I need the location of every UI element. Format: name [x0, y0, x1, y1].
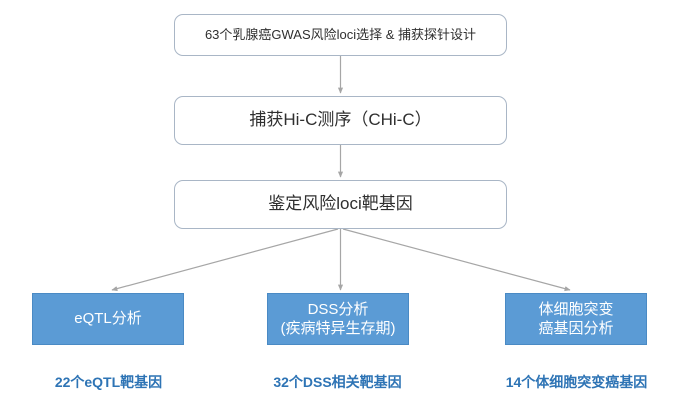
- arrow-target-to-eqtl: [111, 228, 339, 292]
- node-identify-target-genes-label: 鉴定风险loci靶基因: [268, 194, 413, 214]
- node-somatic-mutation-analysis-label: 体细胞突变 癌基因分析: [532, 300, 619, 338]
- result-label-eqtl: 22个eQTL靶基因: [54, 374, 163, 390]
- node-somatic-mutation-analysis[interactable]: 体细胞突变 癌基因分析: [505, 293, 647, 345]
- node-gwas-loci-selection-label: 63个乳腺癌GWAS风险loci选择 & 捕获探针设计: [204, 27, 477, 43]
- result-label-dss: 32个DSS相关靶基因: [273, 374, 402, 390]
- node-dss-analysis-line2: (疾病特异生存期): [280, 320, 396, 337]
- arrow-target-to-somatic: [342, 228, 571, 292]
- node-eqtl-analysis-label: eQTL分析: [68, 309, 148, 328]
- node-capture-hic-sequencing[interactable]: 捕获Hi-C测序（CHi-C）: [174, 96, 507, 145]
- node-dss-analysis-line1: DSS分析: [307, 300, 369, 318]
- node-somatic-mutation-analysis-line1: 体细胞突变: [538, 300, 614, 318]
- node-identify-target-genes[interactable]: 鉴定风险loci靶基因: [174, 180, 507, 229]
- node-eqtl-analysis[interactable]: eQTL分析: [32, 293, 184, 345]
- result-label-somatic: 14个体细胞突变癌基因: [505, 374, 648, 390]
- node-eqtl-analysis-line1: eQTL分析: [74, 310, 142, 328]
- node-dss-analysis-label: DSS分析 (疾病特异生存期): [275, 300, 402, 338]
- node-somatic-mutation-analysis-line2: 癌基因分析: [538, 320, 614, 337]
- node-dss-analysis[interactable]: DSS分析 (疾病特异生存期): [267, 293, 409, 345]
- node-capture-hic-sequencing-label: 捕获Hi-C测序（CHi-C）: [249, 110, 432, 130]
- node-gwas-loci-selection[interactable]: 63个乳腺癌GWAS风险loci选择 & 捕获探针设计: [174, 14, 507, 56]
